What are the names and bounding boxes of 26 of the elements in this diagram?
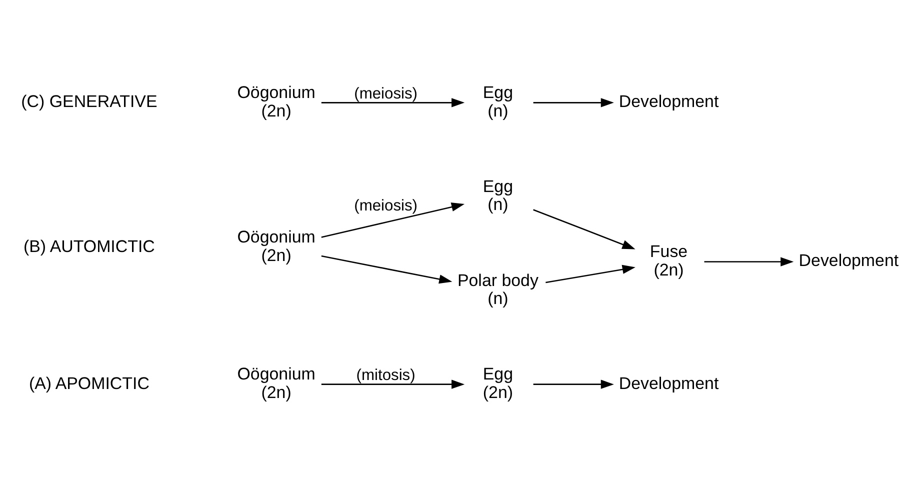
arrow	[321, 255, 452, 284]
arrow	[704, 257, 794, 266]
arrow	[321, 202, 465, 238]
arrow	[321, 380, 465, 389]
arrow	[533, 98, 614, 108]
node-text: Polar body (n)	[457, 270, 538, 308]
arrow	[321, 98, 465, 108]
node-text: Fuse (2n)	[650, 242, 688, 280]
node-text: Oögonium (2n)	[237, 364, 316, 402]
edge-label: (meiosis)	[354, 197, 418, 214]
node-text: Oögonium (2n)	[237, 228, 316, 265]
arrow	[533, 380, 614, 389]
node-text: Development	[618, 92, 719, 112]
label: (A) APOMICTIC	[28, 374, 150, 393]
node-text: Oögonium (2n)	[237, 82, 316, 120]
edge-label: (meiosis)	[354, 85, 418, 102]
arrow	[546, 264, 636, 284]
arrow	[533, 209, 636, 250]
node-text: Development	[798, 251, 899, 270]
node-text: Egg (n)	[482, 176, 514, 214]
label: (B) AUTOMICTIC	[23, 236, 155, 256]
label: (C) GENERATIVE	[21, 92, 158, 112]
edge-label: (mitosis)	[356, 366, 416, 384]
node-text: Egg (2n)	[482, 364, 514, 402]
node-text: Development	[618, 374, 719, 393]
node-text: Egg (n)	[482, 82, 514, 120]
